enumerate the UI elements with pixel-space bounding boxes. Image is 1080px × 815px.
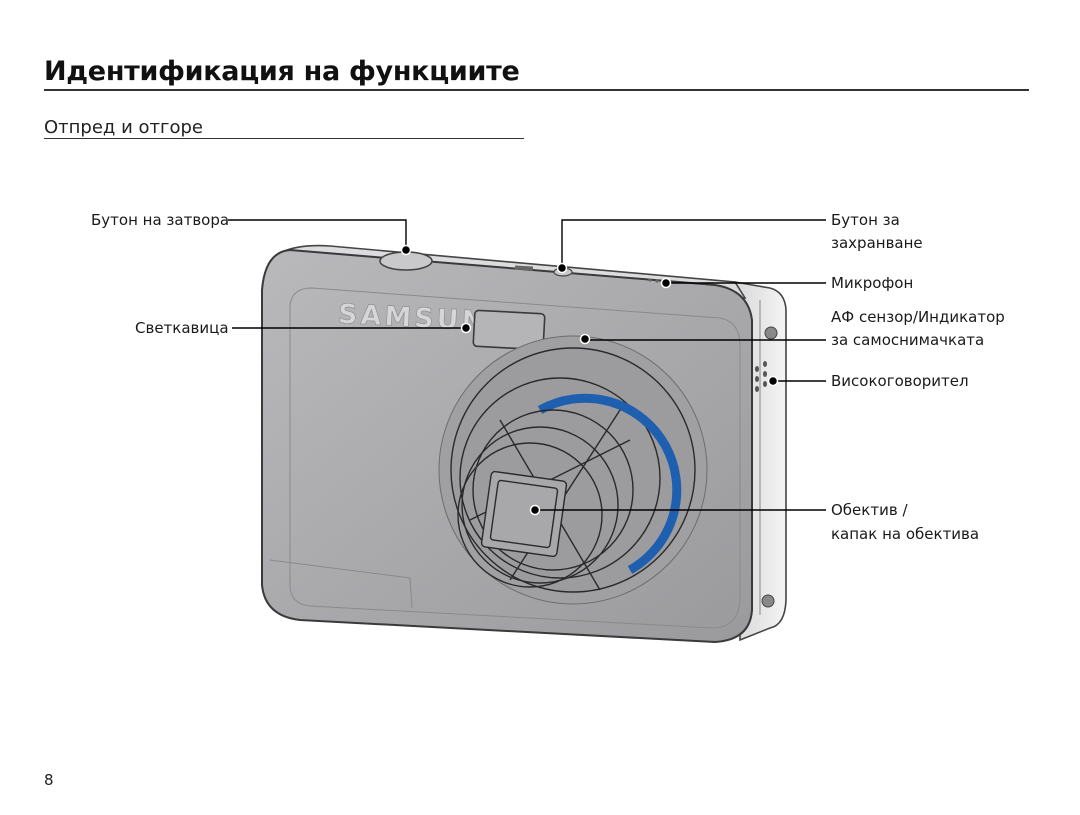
label-power-button-line2: захранване [831, 234, 923, 252]
title-divider [44, 89, 1029, 91]
callout-dot-lens [529, 504, 541, 516]
label-power-button-line1: Бутон за [831, 211, 900, 229]
label-lens-line2: капак на обектива [831, 525, 980, 543]
section-divider [44, 138, 524, 139]
label-lens-line1: Обектив / [831, 501, 908, 519]
flash-window [472, 309, 546, 351]
label-shutter-button: Бутон на затвора [91, 211, 230, 229]
label-af-sensor-line2: за самоснимачката [831, 331, 985, 349]
microphone-holes [648, 278, 659, 283]
callout-dot-power [556, 262, 568, 274]
label-microphone: Микрофон [831, 274, 914, 292]
speaker-holes [755, 361, 767, 392]
label-af-sensor-line1: АФ сензор/Индикатор [831, 308, 1005, 326]
page-number: 8 [44, 771, 54, 789]
callout-shutter [228, 219, 407, 248]
callout-dot-microphone [660, 277, 672, 289]
label-speaker: Високоговорител [831, 372, 969, 390]
label-flash: Светкавица [135, 319, 229, 337]
callout-dot-af [579, 333, 591, 345]
callout-power [561, 219, 826, 266]
callout-dot-shutter [400, 244, 412, 256]
power-label-mark [514, 265, 534, 271]
lens-assembly [438, 335, 708, 605]
page-title: Идентификация на функциите [44, 56, 520, 87]
callout-dot-speaker [767, 375, 779, 387]
callout-dot-flash [460, 322, 472, 334]
section-title: Отпред и отгоре [44, 117, 203, 138]
